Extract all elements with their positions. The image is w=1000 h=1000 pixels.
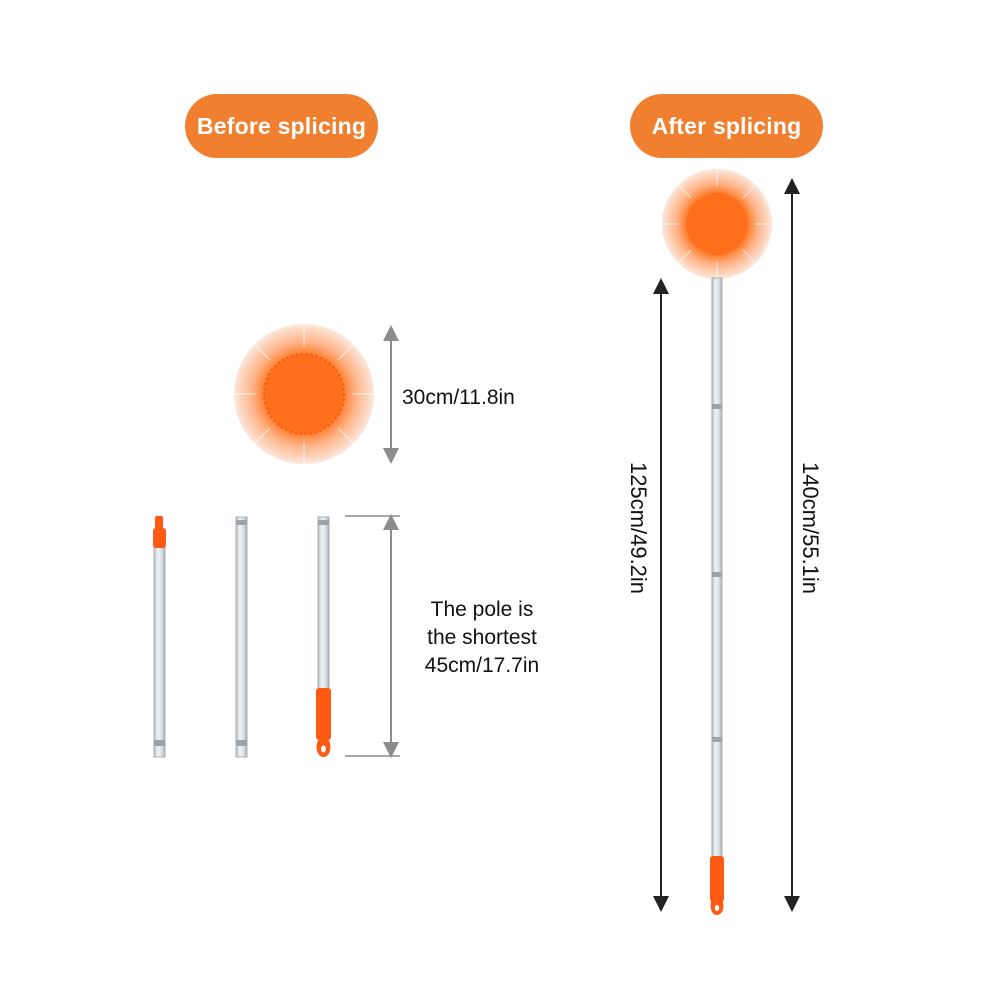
pole-segment-icon xyxy=(235,516,248,758)
handle-icon xyxy=(710,856,724,915)
handle-icon xyxy=(316,516,331,757)
pole-label-line-1: The pole is xyxy=(430,598,534,621)
after-splicing-badge: After splicing xyxy=(630,94,823,158)
assembled-short-length-label: 125cm/49.2in xyxy=(626,461,651,595)
double-arrow-icon xyxy=(345,514,400,758)
mop-head-icon xyxy=(234,324,374,464)
pole-label-line-2: the shortest xyxy=(427,626,537,649)
head-size-label: 30cm/11.8in xyxy=(402,386,515,409)
pole-label-line-3: 45cm/17.7in xyxy=(424,654,540,677)
pole-segment-icon xyxy=(711,277,723,861)
assembled-long-length-label: 140cm/55.1in xyxy=(798,461,823,595)
pole-segment-icon xyxy=(153,516,166,758)
before-splicing-badge: Before splicing xyxy=(185,94,378,158)
mop-head-icon xyxy=(662,169,772,279)
pole-size-label: The pole is the shortest 45cm/17.7in xyxy=(402,596,562,680)
